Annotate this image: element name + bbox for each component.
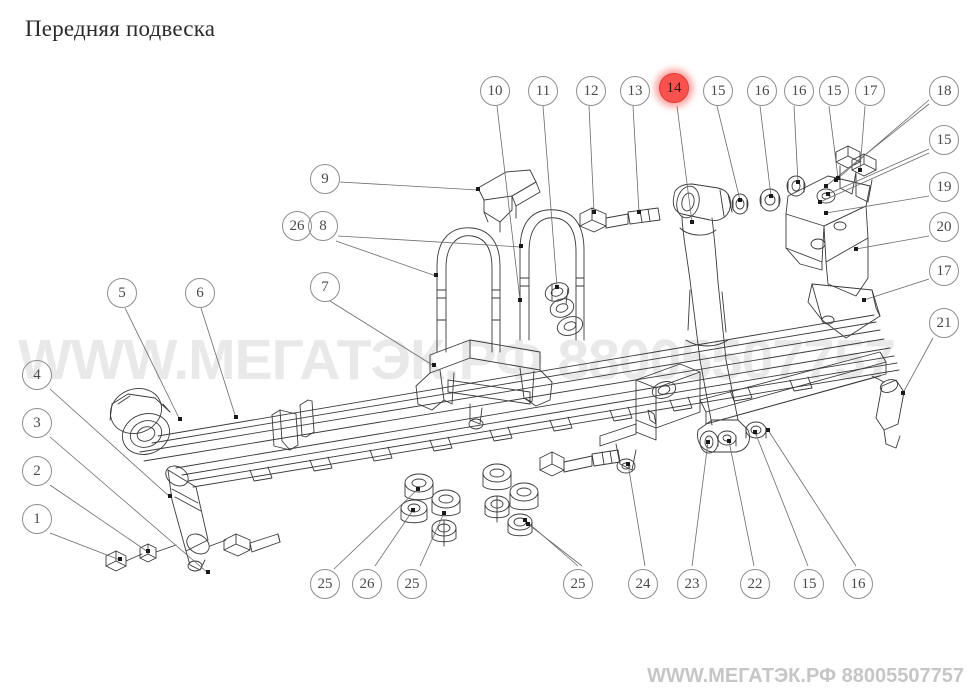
u-bolt-assembly <box>436 209 585 353</box>
callout-marker-17[interactable]: 17 <box>929 256 959 286</box>
beam-plate <box>599 423 637 474</box>
callout-marker-11[interactable]: 11 <box>528 76 558 106</box>
leaf-spring <box>109 314 900 488</box>
callout-marker-8[interactable]: 8 <box>308 211 338 241</box>
callout-marker-6[interactable]: 6 <box>185 278 215 308</box>
callout-marker-5[interactable]: 5 <box>107 278 137 308</box>
footer-watermark: WWW.МЕГАТЭК.РФ 88005507757 <box>647 665 964 687</box>
mid-washers <box>544 282 584 336</box>
page-title: Передняя подвеска <box>25 16 216 41</box>
callout-marker-19[interactable]: 19 <box>929 172 959 202</box>
callout-marker-10[interactable]: 10 <box>480 76 510 106</box>
callout-marker-9[interactable]: 9 <box>310 164 340 194</box>
callout-marker-14[interactable]: 14 <box>659 73 689 103</box>
callout-marker-2[interactable]: 2 <box>22 456 52 486</box>
leader-lines <box>49 99 934 574</box>
callout-marker-18[interactable]: 18 <box>929 76 959 106</box>
callout-marker-16[interactable]: 16 <box>784 76 814 106</box>
callout-marker-25[interactable]: 25 <box>397 569 427 599</box>
callout-marker-15[interactable]: 15 <box>794 569 824 599</box>
callout-marker-21[interactable]: 21 <box>929 308 959 338</box>
callout-marker-25[interactable]: 25 <box>310 569 340 599</box>
callout-marker-17[interactable]: 17 <box>855 76 885 106</box>
callout-marker-16[interactable]: 16 <box>843 569 873 599</box>
shock-mount-bracket <box>785 145 881 339</box>
callout-marker-16[interactable]: 16 <box>747 76 777 106</box>
callout-marker-15[interactable]: 15 <box>819 76 849 106</box>
callout-marker-13[interactable]: 13 <box>620 76 650 106</box>
shock-absorber-main <box>672 183 750 454</box>
long-bolt-upper <box>579 207 661 233</box>
callout-marker-3[interactable]: 3 <box>22 408 52 438</box>
axle-seat-bracket <box>415 339 553 430</box>
callout-marker-26[interactable]: 26 <box>282 211 312 241</box>
callout-marker-23[interactable]: 23 <box>677 569 707 599</box>
callout-marker-25[interactable]: 25 <box>563 569 593 599</box>
callout-marker-15[interactable]: 15 <box>703 76 733 106</box>
callout-marker-4[interactable]: 4 <box>22 360 52 390</box>
callout-marker-12[interactable]: 12 <box>576 76 606 106</box>
callout-marker-20[interactable]: 20 <box>929 212 959 242</box>
callout-marker-26[interactable]: 26 <box>352 569 382 599</box>
callout-marker-24[interactable]: 24 <box>628 569 658 599</box>
upper-spring-plate <box>477 169 541 233</box>
axle-beam <box>635 351 887 441</box>
leader-endpoint-dots <box>118 168 905 574</box>
callout-marker-22[interactable]: 22 <box>740 569 770 599</box>
callout-marker-15[interactable]: 15 <box>929 125 959 155</box>
lower-hardware-cluster <box>400 463 539 547</box>
tie-rod-link <box>871 375 905 449</box>
callout-marker-7[interactable]: 7 <box>310 272 340 302</box>
callout-marker-1[interactable]: 1 <box>22 504 52 534</box>
